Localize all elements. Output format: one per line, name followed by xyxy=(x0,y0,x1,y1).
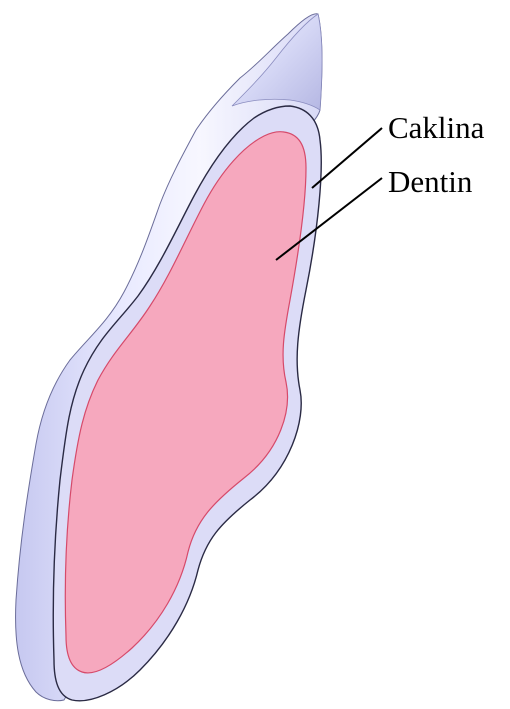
dentin-label: Dentin xyxy=(388,164,473,199)
enamel-tip xyxy=(232,14,322,110)
enamel-leader-line xyxy=(312,128,382,188)
enamel-label: Caklina xyxy=(388,110,485,145)
